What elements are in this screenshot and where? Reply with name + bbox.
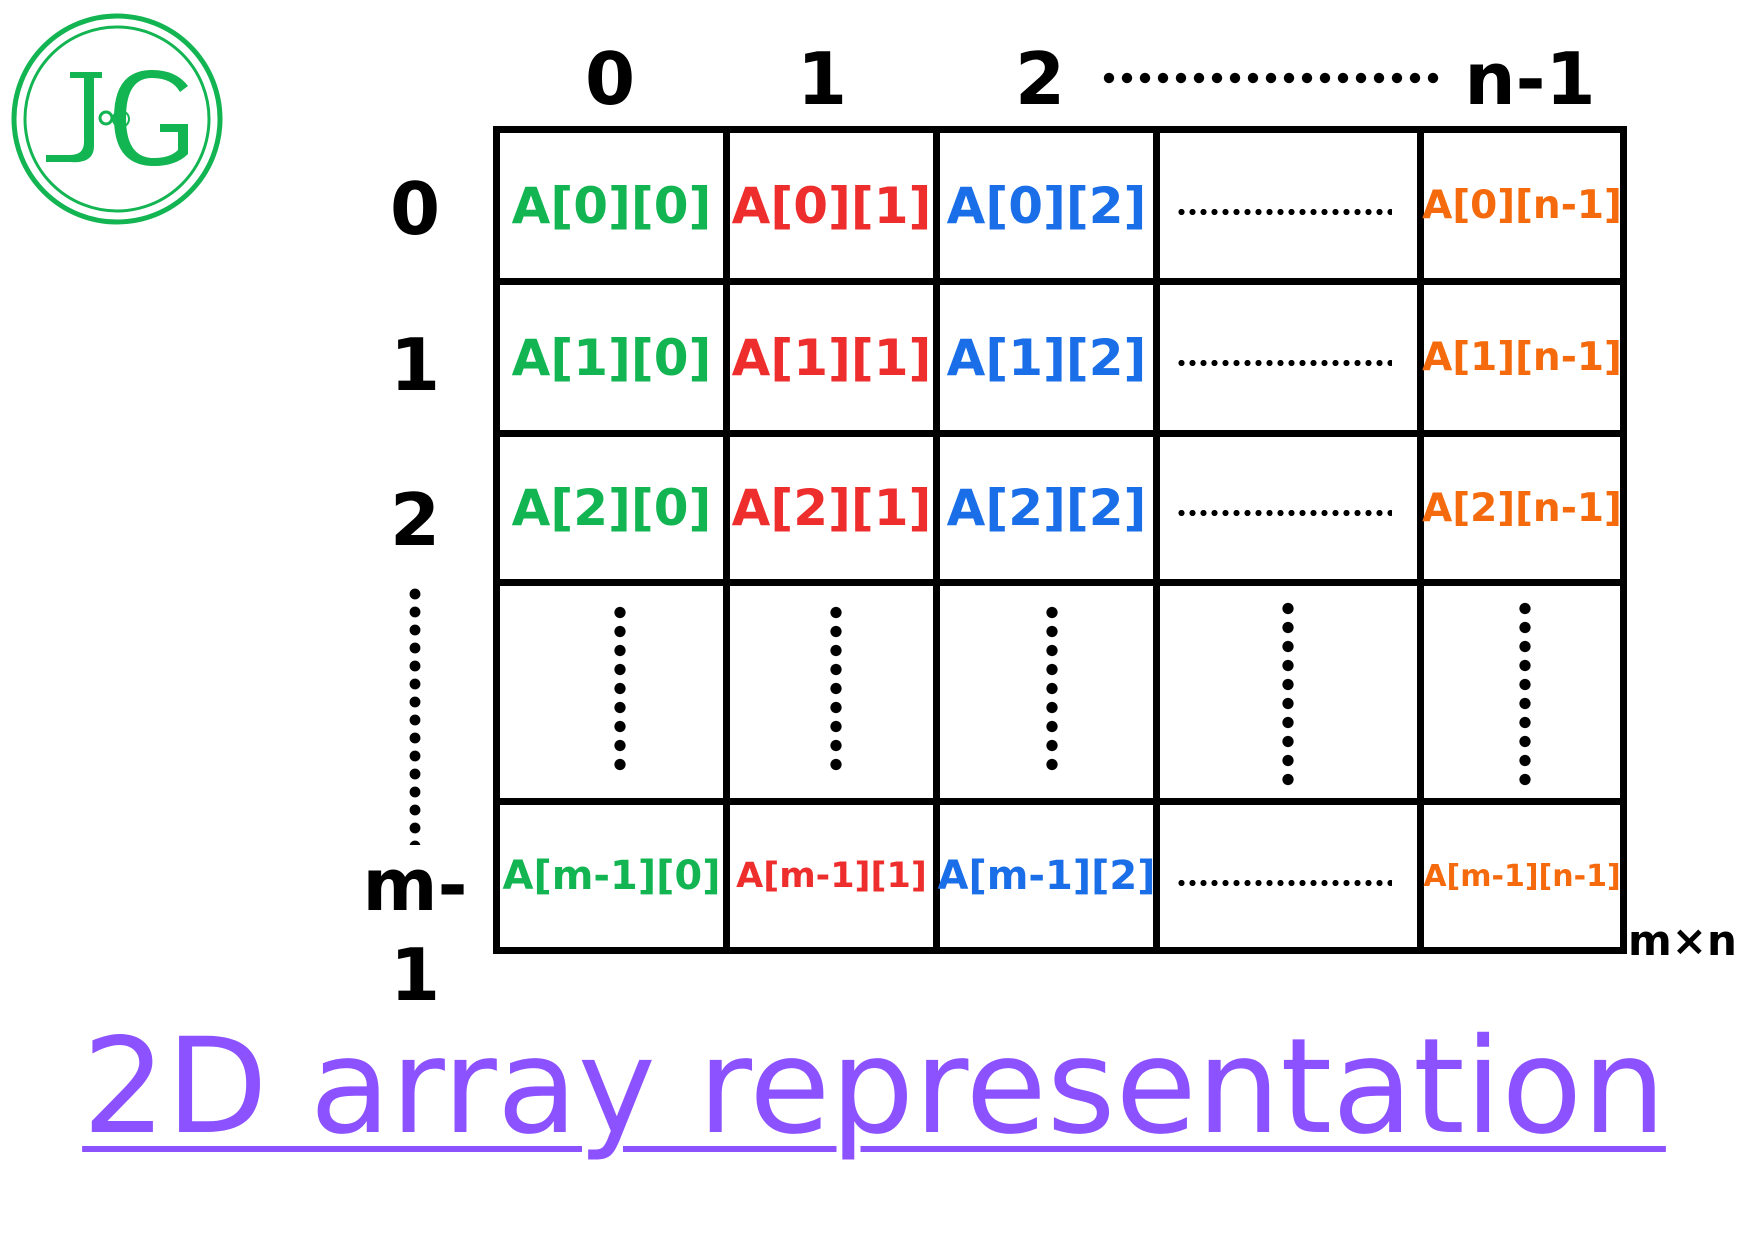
row-index-m-1: m-1 bbox=[362, 843, 468, 1017]
cell-a-0-n-1: A[0][n-1] bbox=[1422, 183, 1622, 228]
row-ellipsis-dots bbox=[408, 585, 422, 845]
row-index-1: 1 bbox=[389, 323, 441, 407]
jg-logo bbox=[11, 13, 223, 225]
cell-a-2-n-1: A[2][n-1] bbox=[1422, 485, 1622, 531]
column-index-2: 2 bbox=[1014, 37, 1066, 121]
cell-a-m-1-0: A[m-1][0] bbox=[502, 853, 721, 899]
vertical-ellipsis-dots bbox=[1518, 599, 1532, 789]
vertical-ellipsis-dots bbox=[1045, 603, 1059, 775]
cell-a-1-0: A[1][0] bbox=[511, 328, 712, 387]
cell-a-m-1-1: A[m-1][1] bbox=[736, 856, 927, 896]
grid-line bbox=[500, 798, 1620, 805]
cell-a-m-1-2: A[m-1][2] bbox=[937, 853, 1156, 899]
grid-line bbox=[1417, 133, 1424, 947]
cell-a-1-2: A[1][2] bbox=[946, 328, 1147, 387]
cell-a-1-1: A[1][1] bbox=[731, 328, 932, 387]
cell-a-2-1: A[2][1] bbox=[731, 479, 932, 537]
grid-line bbox=[500, 430, 1620, 437]
row-index-2: 2 bbox=[389, 478, 441, 562]
cell-a-0-0: A[0][0] bbox=[511, 176, 712, 235]
grid-line bbox=[500, 579, 1620, 586]
cell-a-0-2: A[0][2] bbox=[946, 176, 1147, 235]
cell-a-m-1-n-1: A[m-1][n-1] bbox=[1423, 858, 1621, 894]
vertical-ellipsis-dots bbox=[829, 603, 843, 775]
cell-a-2-2: A[2][2] bbox=[946, 479, 1147, 537]
ellipsis-dots bbox=[1176, 359, 1392, 367]
ellipsis-dots bbox=[1176, 509, 1392, 517]
grid-line bbox=[1153, 133, 1160, 947]
column-index-n-1: n-1 bbox=[1464, 37, 1596, 121]
vertical-ellipsis-dots bbox=[613, 603, 627, 775]
dimension-label: m×n bbox=[1628, 916, 1737, 965]
grid-line bbox=[500, 278, 1620, 285]
vertical-ellipsis-dots bbox=[1281, 599, 1295, 789]
cell-a-2-0: A[2][0] bbox=[511, 479, 712, 537]
grid-line bbox=[723, 133, 730, 947]
column-index-1: 1 bbox=[796, 37, 848, 121]
page-title: 2D array representation bbox=[82, 1010, 1666, 1164]
cell-a-1-n-1: A[1][n-1] bbox=[1422, 335, 1622, 380]
column-index-0: 0 bbox=[584, 37, 636, 121]
row-index-0: 0 bbox=[389, 167, 441, 251]
column-ellipsis-dots bbox=[1100, 72, 1440, 84]
array-grid: A[0][0] A[0][1] A[0][2] A[0][n-1] A[1][0… bbox=[493, 126, 1627, 954]
ellipsis-dots bbox=[1176, 879, 1392, 887]
ellipsis-dots bbox=[1176, 208, 1392, 216]
grid-line bbox=[933, 133, 940, 947]
cell-a-0-1: A[0][1] bbox=[731, 176, 932, 235]
